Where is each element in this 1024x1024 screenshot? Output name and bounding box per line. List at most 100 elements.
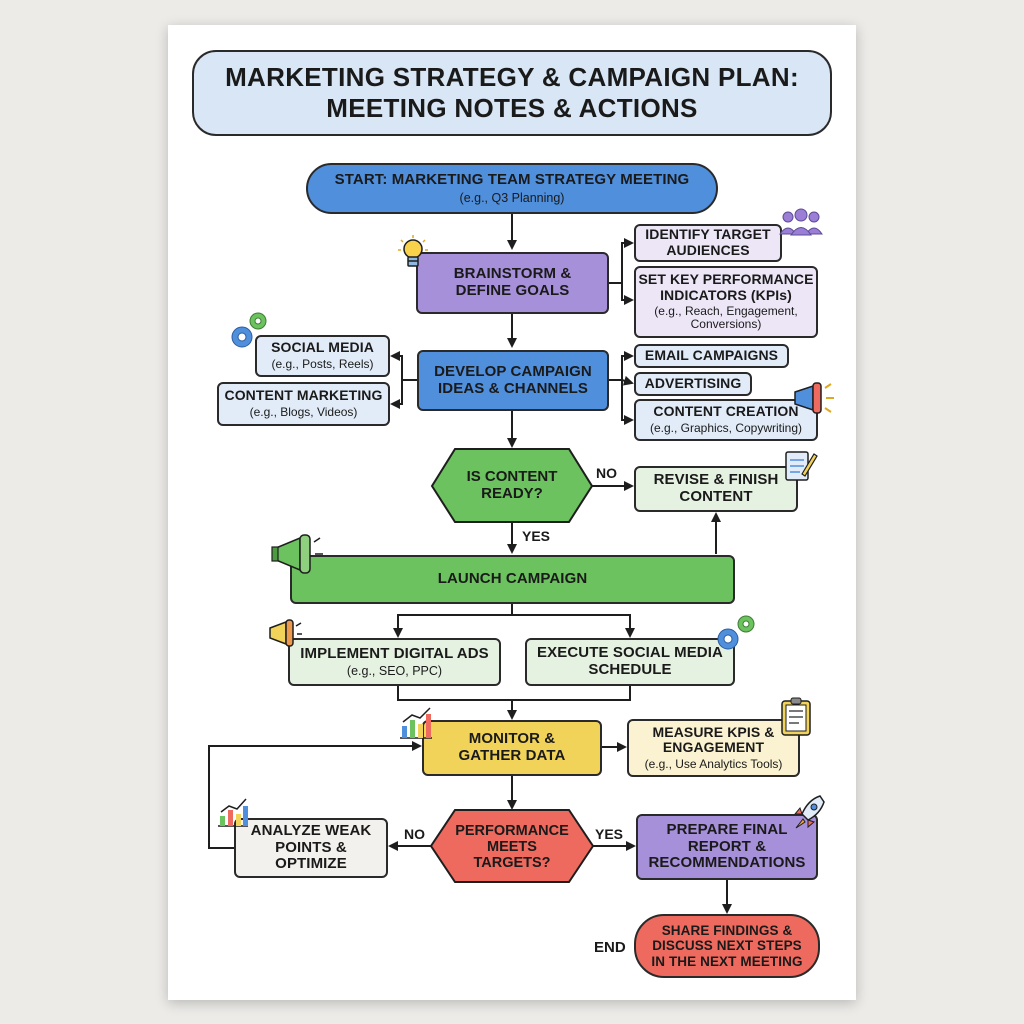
monitor-l1: MONITOR & bbox=[468, 730, 556, 748]
social-sub: (e.g., Posts, Reels) bbox=[271, 357, 374, 372]
edge-analyze-monitor bbox=[208, 741, 422, 849]
edge-develop-contentcreation bbox=[621, 380, 634, 425]
edge-brainstorm-audiences bbox=[609, 238, 634, 284]
develop-node: DEVELOP CAMPAIGN IDEAS & CHANNELS bbox=[417, 350, 609, 411]
kpis-sub2: Conversions) bbox=[690, 317, 762, 332]
brainstorm-node: BRAINSTORM & DEFINE GOALS bbox=[416, 252, 609, 314]
measure-l1: MEASURE KPIS & bbox=[652, 723, 775, 740]
rocket-icon bbox=[793, 795, 825, 829]
report-node: PREPARE FINAL REPORT & RECOMMENDATIONS bbox=[636, 814, 818, 880]
megaphone-icon bbox=[794, 382, 834, 414]
edge-brainstorm-kpis bbox=[621, 283, 634, 305]
monitor-l2: GATHER DATA bbox=[458, 747, 566, 764]
measure-l2: ENGAGEMENT bbox=[662, 739, 765, 756]
content-ready-decision-shape bbox=[430, 448, 594, 523]
gears-icon bbox=[231, 312, 267, 348]
performance-no-label: NO bbox=[404, 826, 425, 842]
kpis-node: SET KEY PERFORMANCE INDICATORS (KPIs) (e… bbox=[634, 266, 818, 338]
content-creation-title: CONTENT CREATION bbox=[653, 403, 799, 420]
brainstorm-l2: DEFINE GOALS bbox=[455, 282, 570, 299]
revise-l1: REVISE & FINISH bbox=[653, 471, 779, 489]
start-sub: (e.g., Q3 Planning) bbox=[459, 190, 565, 205]
performance-decision-shape bbox=[429, 809, 595, 883]
content-marketing-sub: (e.g., Blogs, Videos) bbox=[249, 405, 358, 420]
edge-develop-advertising bbox=[621, 375, 634, 386]
start-node: START: MARKETING TEAM STRATEGY MEETING (… bbox=[306, 163, 718, 214]
analyze-node: ANALYZE WEAK POINTS & OPTIMIZE bbox=[234, 818, 388, 878]
digital-ads-title: IMPLEMENT DIGITAL ADS bbox=[300, 644, 489, 662]
edge-launch-socialschedule bbox=[512, 614, 635, 638]
bar-chart-icon bbox=[218, 798, 248, 827]
performance-yes-label: YES bbox=[595, 826, 624, 842]
content-ready-l2: READY? bbox=[481, 485, 543, 502]
content-no-label: NO bbox=[596, 465, 617, 481]
measure-node: MEASURE KPIS & ENGAGEMENT (e.g., Use Ana… bbox=[627, 719, 800, 777]
content-creation-sub: (e.g., Graphics, Copywriting) bbox=[649, 421, 803, 436]
social-schedule-l1: EXECUTE SOCIAL MEDIA bbox=[537, 644, 723, 662]
develop-l1: DEVELOP CAMPAIGN bbox=[434, 362, 592, 380]
content-marketing-title: CONTENT MARKETING bbox=[224, 387, 383, 404]
revise-l2: CONTENT bbox=[679, 488, 753, 505]
digital-ads-node: IMPLEMENT DIGITAL ADS (e.g., SEO, PPC) bbox=[288, 638, 501, 686]
share-l2: DISCUSS NEXT STEPS bbox=[652, 938, 802, 954]
measure-sub: (e.g., Use Analytics Tools) bbox=[644, 756, 783, 771]
share-node: SHARE FINDINGS & DISCUSS NEXT STEPS IN T… bbox=[634, 914, 820, 978]
email-title: EMAIL CAMPAIGNS bbox=[644, 347, 779, 364]
revise-node: REVISE & FINISH CONTENT bbox=[634, 466, 798, 512]
megaphone-icon bbox=[269, 619, 302, 647]
social-media-node: SOCIAL MEDIA (e.g., Posts, Reels) bbox=[255, 335, 390, 377]
gears-icon bbox=[717, 615, 755, 650]
kpis-l2: INDICATORS (KPIs) bbox=[660, 287, 792, 304]
page-title: MARKETING STRATEGY & CAMPAIGN PLAN: MEET… bbox=[192, 50, 832, 136]
report-l2: REPORT & bbox=[687, 837, 767, 855]
report-l1: PREPARE FINAL bbox=[666, 820, 788, 838]
social-title: SOCIAL MEDIA bbox=[271, 339, 374, 356]
bar-chart-icon bbox=[400, 707, 432, 739]
lightbulb-icon bbox=[398, 235, 428, 267]
kpis-sub1: (e.g., Reach, Engagement, bbox=[654, 303, 798, 318]
start-title: START: MARKETING TEAM STRATEGY MEETING bbox=[334, 171, 690, 189]
title-line2: MEETING NOTES & ACTIONS bbox=[326, 93, 698, 123]
monitor-node: MONITOR & GATHER DATA bbox=[422, 720, 602, 776]
edge-develop-email bbox=[609, 351, 634, 381]
content-marketing-node: CONTENT MARKETING (e.g., Blogs, Videos) bbox=[217, 382, 390, 426]
team-icon bbox=[779, 208, 823, 236]
analyze-l3: OPTIMIZE bbox=[275, 855, 347, 873]
end-label: END bbox=[594, 939, 626, 956]
edge-develop-contentmarketing bbox=[390, 380, 403, 409]
advertising-title: ADVERTISING bbox=[644, 375, 742, 392]
brainstorm-l1: BRAINSTORM & bbox=[453, 265, 572, 283]
audiences-l2: AUDIENCES bbox=[666, 242, 750, 258]
document-pencil-icon bbox=[785, 451, 818, 481]
content-creation-node: CONTENT CREATION (e.g., Graphics, Copywr… bbox=[634, 399, 818, 441]
develop-l2: IDEAS & CHANNELS bbox=[438, 379, 588, 397]
performance-l3: TARGETS? bbox=[473, 855, 551, 872]
performance-l2: MEETS bbox=[487, 838, 537, 855]
megaphone-icon bbox=[271, 534, 323, 574]
digital-ads-sub: (e.g., SEO, PPC) bbox=[346, 664, 443, 679]
content-ready-decision: IS CONTENT READY? bbox=[440, 455, 584, 517]
analyze-l2: POINTS & bbox=[275, 838, 347, 856]
edge-launch-digitalads bbox=[393, 604, 513, 638]
content-yes-label: YES bbox=[522, 528, 551, 544]
report-l3: RECOMMENDATIONS bbox=[648, 854, 806, 872]
share-l3: IN THE NEXT MEETING bbox=[651, 953, 803, 969]
launch-node: LAUNCH CAMPAIGN bbox=[290, 555, 735, 604]
share-l1: SHARE FINDINGS & bbox=[661, 923, 793, 939]
social-schedule-l2: SCHEDULE bbox=[588, 661, 672, 678]
audiences-node: IDENTIFY TARGET AUDIENCES bbox=[634, 224, 782, 262]
analyze-l1: ANALYZE WEAK bbox=[250, 821, 372, 839]
performance-l1: PERFORMANCE bbox=[455, 822, 569, 839]
performance-decision: PERFORMANCE MEETS TARGETS? bbox=[440, 816, 584, 878]
edge-develop-social bbox=[390, 351, 417, 381]
clipboard-icon bbox=[781, 697, 811, 736]
kpis-l1: SET KEY PERFORMANCE bbox=[638, 271, 814, 288]
content-ready-l1: IS CONTENT bbox=[466, 468, 558, 486]
social-schedule-node: EXECUTE SOCIAL MEDIA SCHEDULE bbox=[525, 638, 735, 686]
audiences-l1: IDENTIFY TARGET bbox=[645, 226, 771, 243]
advertising-node: ADVERTISING bbox=[634, 372, 752, 396]
title-line1: MARKETING STRATEGY & CAMPAIGN PLAN: bbox=[225, 62, 799, 93]
email-node: EMAIL CAMPAIGNS bbox=[634, 344, 789, 368]
launch-title: LAUNCH CAMPAIGN bbox=[437, 570, 588, 588]
